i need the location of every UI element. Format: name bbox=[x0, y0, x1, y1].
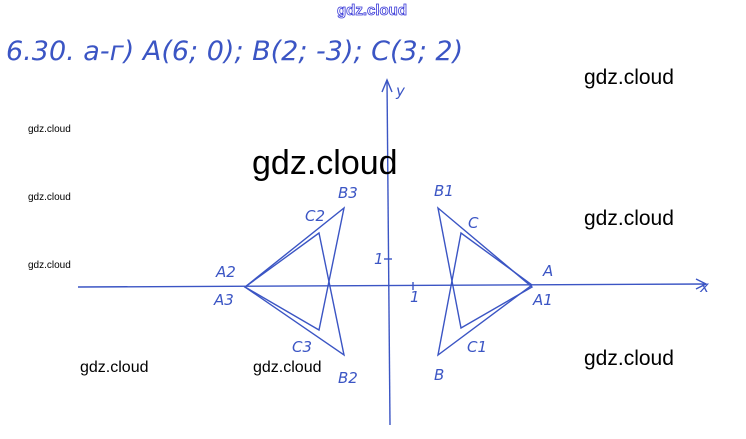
point-a1-label: A1 bbox=[532, 291, 553, 309]
point-a-label: A bbox=[542, 262, 553, 280]
triangle-abc bbox=[436, 231, 534, 357]
point-c3-label: C3 bbox=[292, 338, 312, 356]
triangle-a3b3c3 bbox=[243, 206, 346, 332]
problem-statement: 6.30. а-г) A(6; 0); B(2; -3); C(3; 2) bbox=[6, 36, 464, 67]
point-c-label: C bbox=[468, 214, 479, 232]
point-c1-label: C1 bbox=[467, 338, 487, 356]
y-axis bbox=[386, 79, 391, 426]
point-b1-label: B1 bbox=[434, 182, 454, 200]
x-unit-label: 1 bbox=[410, 288, 420, 306]
watermark: gdz.cloud bbox=[28, 260, 71, 271]
watermark: gdz.cloud bbox=[253, 359, 322, 376]
point-b2-label: B2 bbox=[338, 369, 358, 387]
watermark: gdz.cloud bbox=[584, 207, 674, 230]
y-axis-arrow-icon bbox=[381, 78, 393, 93]
point-a2-label: A2 bbox=[215, 263, 236, 281]
point-c2-label: C2 bbox=[305, 207, 325, 225]
point-b3-label: B3 bbox=[338, 184, 358, 202]
y-axis-label: y bbox=[395, 82, 406, 100]
watermark: gdz.cloud bbox=[28, 124, 71, 135]
y-unit-label: 1 bbox=[374, 250, 384, 268]
site-header-watermark: gdz.cloud bbox=[337, 2, 408, 20]
watermark: gdz.cloud bbox=[584, 347, 674, 370]
x-axis-label: x bbox=[699, 278, 709, 296]
x-axis-arrow-icon bbox=[695, 278, 708, 290]
triangle-a2b2c2 bbox=[243, 231, 346, 357]
point-a3-label: A3 bbox=[213, 291, 234, 309]
point-b-label: B bbox=[434, 366, 444, 384]
x-axis bbox=[77, 283, 707, 288]
watermark: gdz.cloud bbox=[584, 66, 674, 89]
watermark: gdz.cloud bbox=[252, 144, 398, 182]
watermark: gdz.cloud bbox=[28, 192, 71, 203]
watermark: gdz.cloud bbox=[80, 359, 149, 376]
triangle-a1b1c1 bbox=[436, 206, 534, 330]
